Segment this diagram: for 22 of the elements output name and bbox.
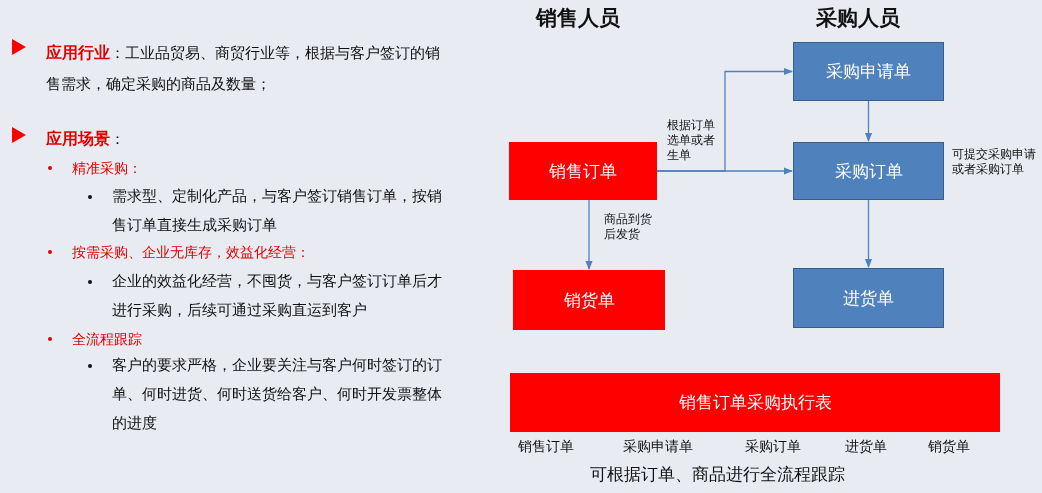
column-heading: 采购人员 — [816, 5, 901, 31]
process-box: 销货单 — [513, 270, 665, 330]
table-banner: 销售订单采购执行表 — [510, 373, 1000, 432]
bullet-text: 客户的要求严格，企业要关注与客户何时签订的订单、何时进货、何时送货给客户、何时开发票整体的进度 — [112, 356, 442, 433]
bullet-text: 按需采购、企业无库存，效益化经营： — [72, 243, 311, 262]
process-box: 采购申请单 — [793, 42, 944, 101]
process-box: 进货单 — [793, 268, 944, 328]
bullet-text: 应用行业：工业品贸易、商贸行业等，根据与客户签订的销售需求，确定采购的商品及数量； — [46, 43, 441, 94]
bullet-text: 应用场景： — [46, 129, 126, 149]
bullet-text: 全流程跟踪 — [72, 330, 143, 349]
arrow — [864, 100, 873, 142]
bullet-text: 企业的效益化经营，不囤货，与客户签订订单后才进行采购，后续可通过采购直运到客户 — [112, 272, 442, 320]
node-note: 可提交采购申请或者采购订单 — [952, 147, 1038, 177]
arrow — [864, 199, 873, 268]
bullet-text: 精准采购： — [72, 159, 143, 178]
arrow — [656, 167, 793, 175]
arrow — [585, 199, 593, 270]
bullet-text: 需求型、定制化产品，与客户签订销售订单，按销售订单直接生成采购订单 — [112, 187, 442, 235]
note-text: 可根据订单、商品进行全流程跟踪 — [590, 464, 846, 486]
process-box: 采购订单 — [793, 142, 944, 200]
column-heading: 销售人员 — [536, 5, 621, 31]
process-box: 销售订单 — [509, 142, 657, 200]
